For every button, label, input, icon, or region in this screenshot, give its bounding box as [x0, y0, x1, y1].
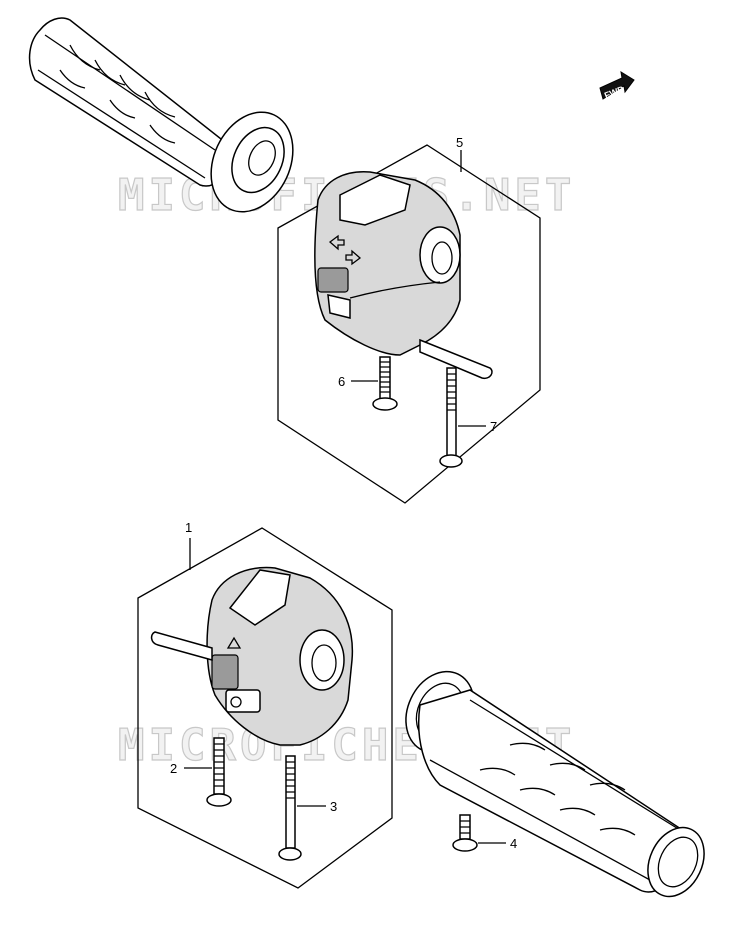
screw-grip	[452, 814, 478, 852]
part-label-6: 6	[338, 374, 345, 389]
screw-long-bottom	[278, 755, 302, 861]
part-label-5: 5	[456, 135, 463, 150]
screw-short-top	[372, 356, 398, 411]
part-label-2: 2	[170, 761, 177, 776]
part-label-3: 3	[330, 799, 337, 814]
left-handlebar-switch	[150, 566, 354, 746]
assembly-box-bottom	[137, 527, 393, 889]
right-handlebar-switch	[314, 171, 493, 380]
right-handlebar-grip	[405, 670, 705, 898]
part-label-4: 4	[510, 836, 517, 851]
left-handlebar-grip	[28, 17, 294, 213]
screw-short-bottom	[206, 737, 232, 807]
fwd-arrow-icon: FWD	[599, 70, 635, 101]
part-label-7: 7	[490, 419, 497, 434]
part-label-1: 1	[185, 520, 192, 535]
screw-long-top	[439, 367, 463, 468]
assembly-box-top	[277, 144, 541, 504]
